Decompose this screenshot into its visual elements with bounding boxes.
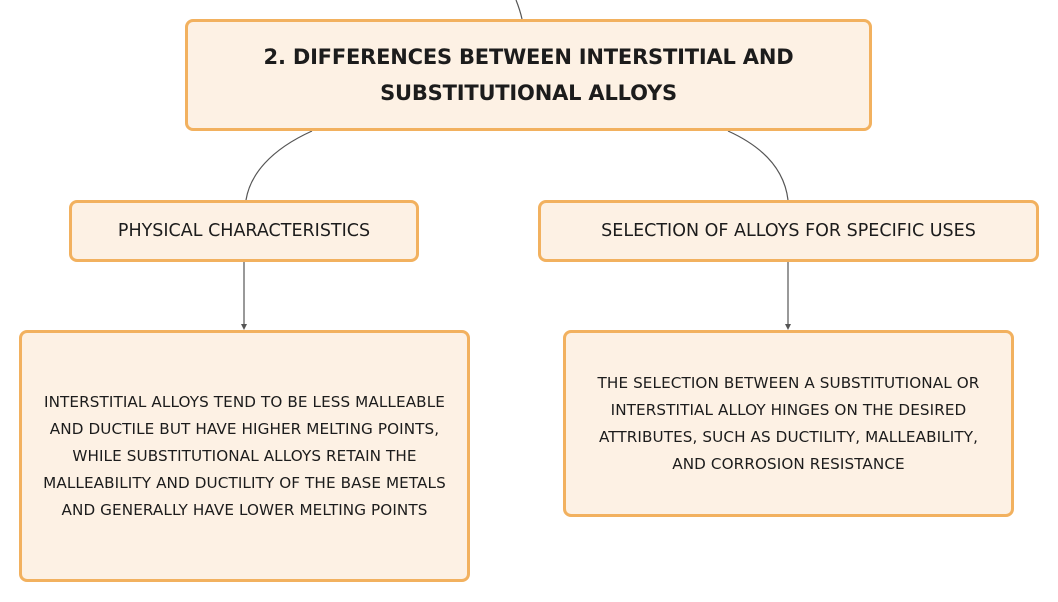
root-topic-node[interactable]: 2. DIFFERENCES BETWEEN INTERSTITIAL AND … [185, 19, 872, 131]
detail-physical-characteristics-text: INTERSTITIAL ALLOYS TEND TO BE LESS MALL… [43, 392, 446, 519]
arrowhead-physical-detail [241, 324, 247, 330]
detail-selection-of-alloys-text: THE SELECTION BETWEEN A SUBSTITUTIONAL O… [597, 373, 980, 473]
connector-root-to-selection [727, 130, 789, 201]
detail-selection-of-alloys[interactable]: THE SELECTION BETWEEN A SUBSTITUTIONAL O… [563, 330, 1014, 517]
arrowhead-selection-detail [785, 324, 791, 330]
root-topic-label: 2. DIFFERENCES BETWEEN INTERSTITIAL AND … [263, 45, 794, 105]
detail-physical-characteristics[interactable]: INTERSTITIAL ALLOYS TEND TO BE LESS MALL… [19, 330, 470, 582]
connector-root-to-physical [245, 130, 313, 201]
branch-selection-of-alloys-label: SELECTION OF ALLOYS FOR SPECIFIC USES [601, 221, 976, 241]
branch-physical-characteristics-label: PHYSICAL CHARACTERISTICS [117, 221, 371, 241]
branch-selection-of-alloys[interactable]: SELECTION OF ALLOYS FOR SPECIFIC USES [538, 200, 1039, 262]
connector-from-parent [515, 0, 523, 20]
branch-physical-characteristics[interactable]: PHYSICAL CHARACTERISTICS [69, 200, 419, 262]
